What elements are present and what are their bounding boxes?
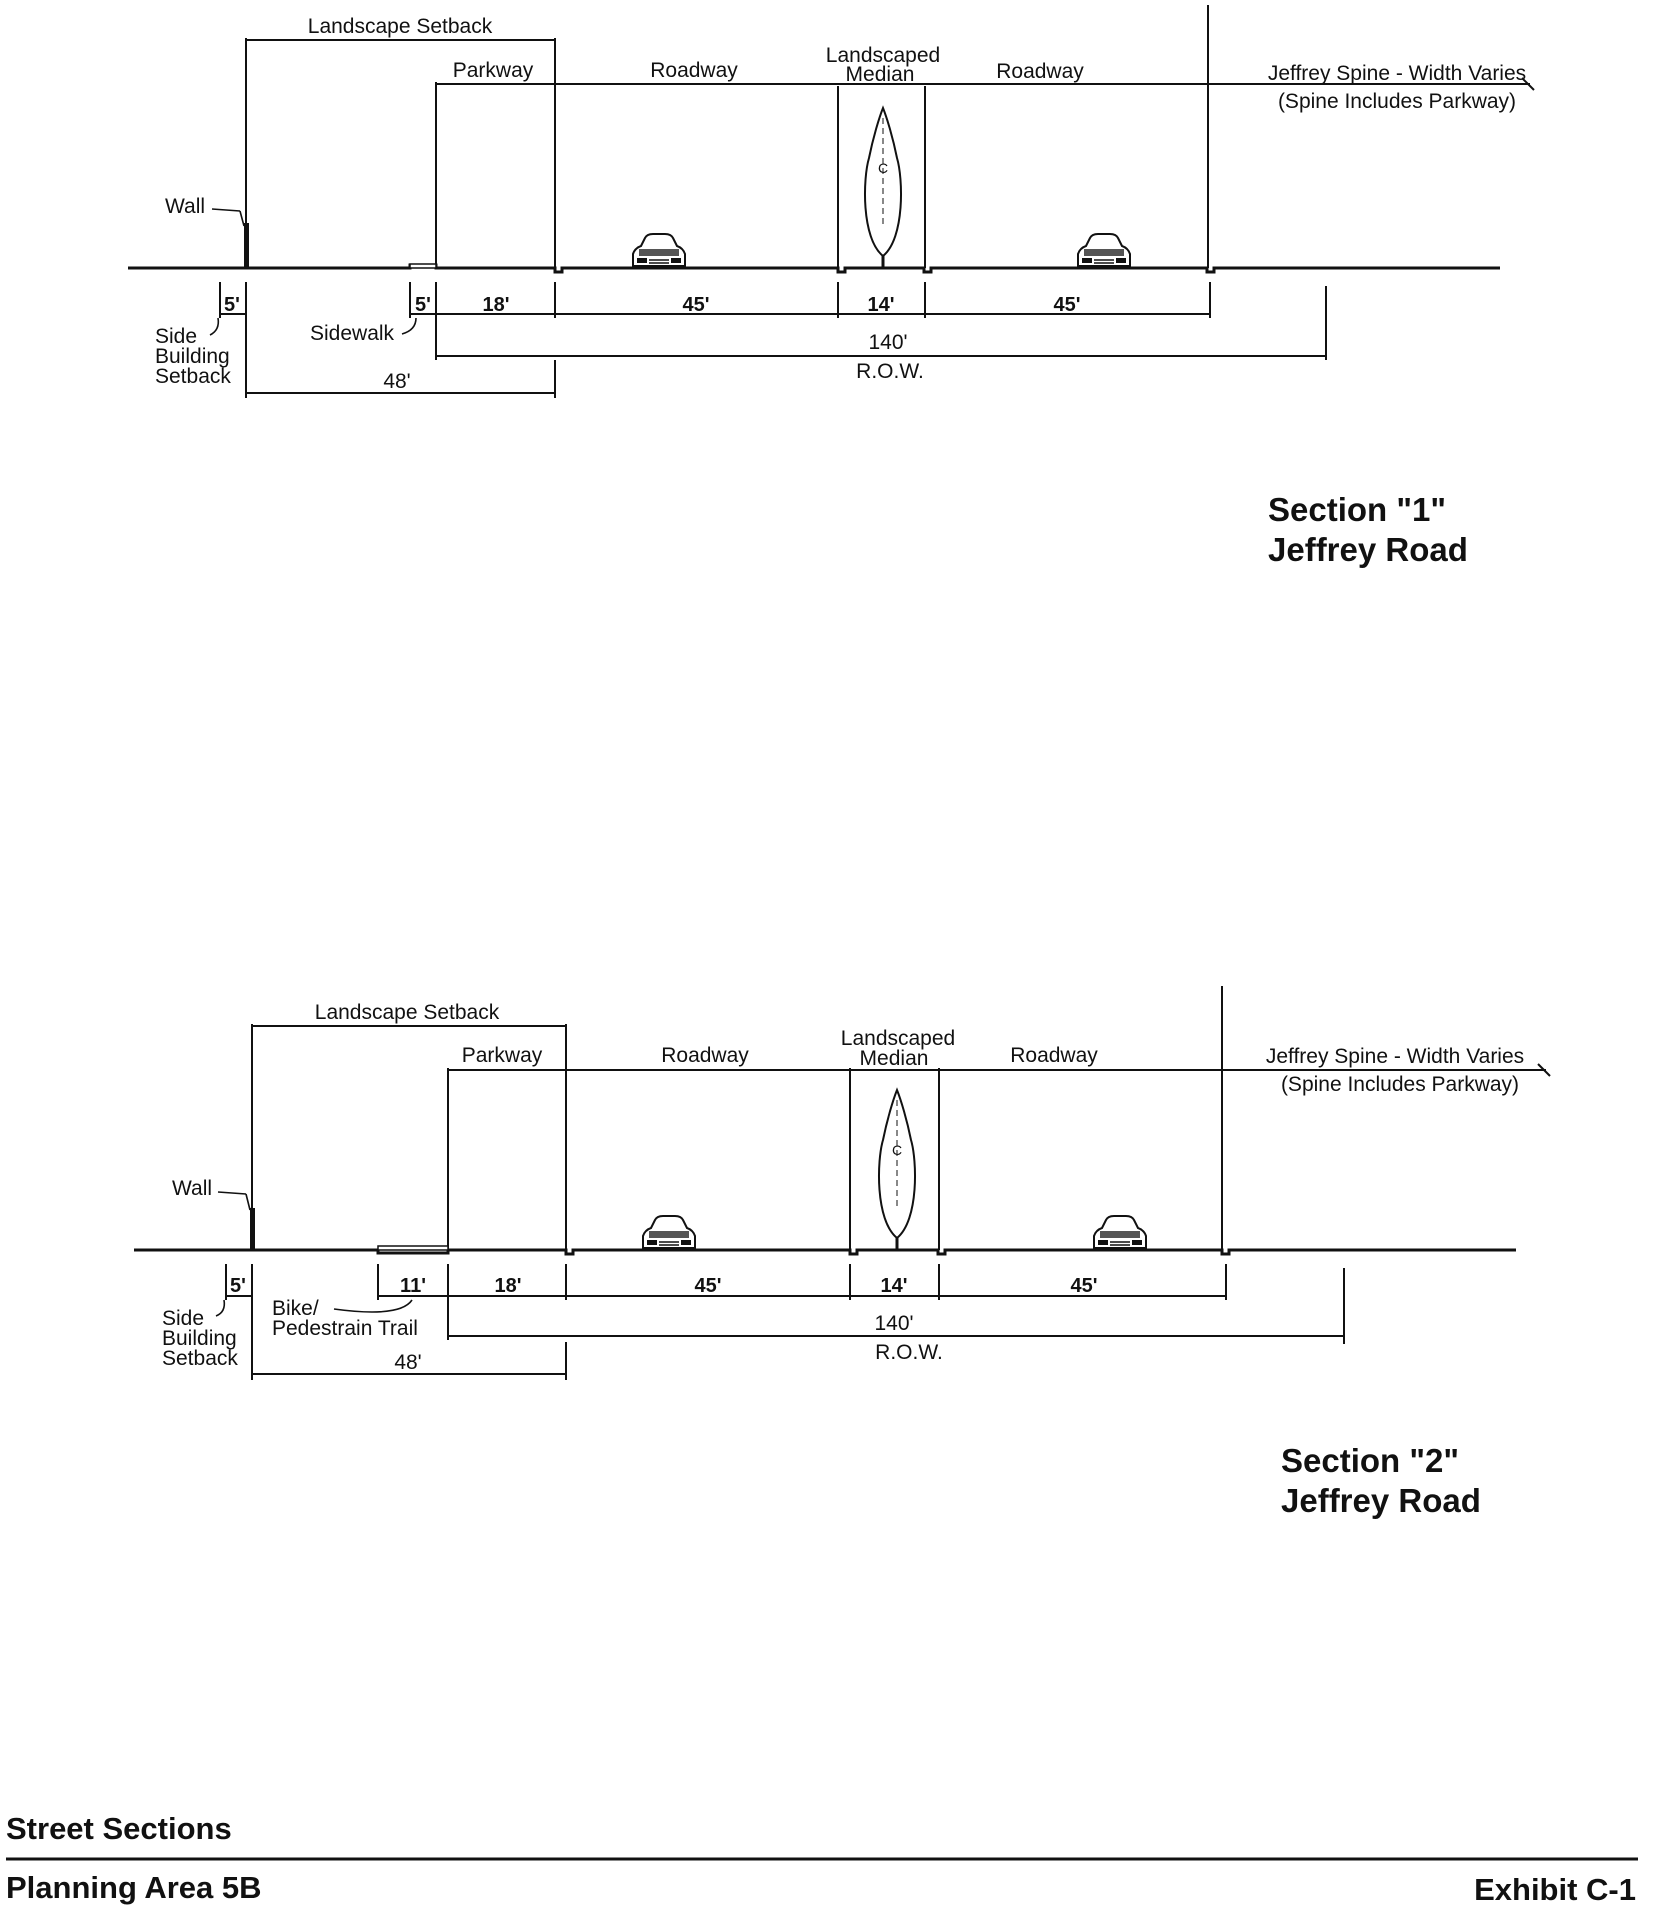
dim-median: 14' xyxy=(880,1275,907,1297)
dim-roadway-right: 45' xyxy=(1053,294,1080,316)
dim-side-setback: 5' xyxy=(230,1275,246,1297)
roadway-right-label: Roadway xyxy=(1010,1044,1098,1067)
dim-parkway: 18' xyxy=(494,1275,521,1297)
roadway-left-label: Roadway xyxy=(661,1044,749,1067)
dim-row: 140' xyxy=(868,331,907,354)
roadway-left-label: Roadway xyxy=(650,59,738,82)
dim-side-setback: 5' xyxy=(224,294,240,316)
dim-setback-total: 48' xyxy=(383,370,410,393)
dim-setback-total: 48' xyxy=(394,1351,421,1374)
dim-roadway-left: 45' xyxy=(682,294,709,316)
side-building-setback-line1: Side xyxy=(162,1307,204,1330)
planning-area-label: Planning Area 5B xyxy=(6,1870,262,1905)
wall-icon xyxy=(244,223,249,268)
section-title-line1: Section "2" xyxy=(1281,1442,1459,1479)
dim-roadway-right: 45' xyxy=(1070,1275,1097,1297)
spine-label-line2: (Spine Includes Parkway) xyxy=(1281,1073,1519,1096)
wall-label: Wall xyxy=(172,1177,212,1200)
dim-row: 140' xyxy=(874,1312,913,1335)
walkway-label: Sidewalk xyxy=(310,322,395,345)
median-label-line2: Median xyxy=(860,1047,929,1070)
ground-line xyxy=(134,1248,1516,1256)
spine-label-line1: Jeffrey Spine - Width Varies xyxy=(1268,62,1526,85)
median-label-line1: Landscaped xyxy=(841,1027,955,1050)
side-building-setback-line1: Side xyxy=(155,325,197,348)
dim-median: 14' xyxy=(867,294,894,316)
car-icon xyxy=(1077,233,1131,269)
walkway-label-line1: Bike/ xyxy=(272,1297,319,1320)
ground-line xyxy=(128,263,1500,274)
side-building-setback-line3: Setback xyxy=(155,365,231,388)
tree-icon xyxy=(863,106,903,270)
dim-walkway: 11' xyxy=(400,1275,426,1297)
dim-roadway-left: 45' xyxy=(694,1275,721,1297)
footer-title: Street Sections xyxy=(6,1811,232,1846)
landscape-setback-label: Landscape Setback xyxy=(315,1001,500,1024)
landscape-setback-label: Landscape Setback xyxy=(308,15,493,38)
side-building-setback-line2: Building xyxy=(162,1327,237,1350)
walkway-slab xyxy=(377,1245,449,1251)
car-icon xyxy=(642,1215,696,1251)
walkway-slab xyxy=(409,263,437,269)
spine-label-line2: (Spine Includes Parkway) xyxy=(1278,90,1516,113)
section-2: Landscape Setback Parkway Roadway Landsc… xyxy=(134,986,1551,1519)
wall-label: Wall xyxy=(165,195,205,218)
exhibit-label: Exhibit C-1 xyxy=(1474,1872,1636,1907)
section-1: Landscape Setback Parkway Roadway Landsc… xyxy=(128,5,1535,568)
section-title-line2: Jeffrey Road xyxy=(1268,531,1468,568)
walkway-label-line2: Pedestrain Trail xyxy=(272,1317,418,1340)
row-label: R.O.W. xyxy=(875,1341,943,1364)
dim-parkway: 18' xyxy=(482,294,509,316)
median-label-line2: Median xyxy=(846,63,915,86)
parkway-label: Parkway xyxy=(453,59,534,82)
wall-icon xyxy=(250,1208,255,1250)
section-title-line1: Section "1" xyxy=(1268,491,1446,528)
footer: Street Sections Planning Area 5B Exhibit… xyxy=(6,1811,1638,1907)
parkway-label: Parkway xyxy=(462,1044,543,1067)
median-label-line1: Landscaped xyxy=(826,44,940,67)
tree-icon xyxy=(877,1088,917,1252)
side-building-setback-line2: Building xyxy=(155,345,230,368)
section-title-line2: Jeffrey Road xyxy=(1281,1482,1481,1519)
row-label: R.O.W. xyxy=(856,360,924,383)
car-icon xyxy=(632,233,686,269)
spine-label-line1: Jeffrey Spine - Width Varies xyxy=(1266,1045,1524,1068)
roadway-right-label: Roadway xyxy=(996,60,1084,83)
dim-walkway: 5' xyxy=(415,294,431,316)
car-icon xyxy=(1093,1215,1147,1251)
side-building-setback-line3: Setback xyxy=(162,1347,238,1370)
